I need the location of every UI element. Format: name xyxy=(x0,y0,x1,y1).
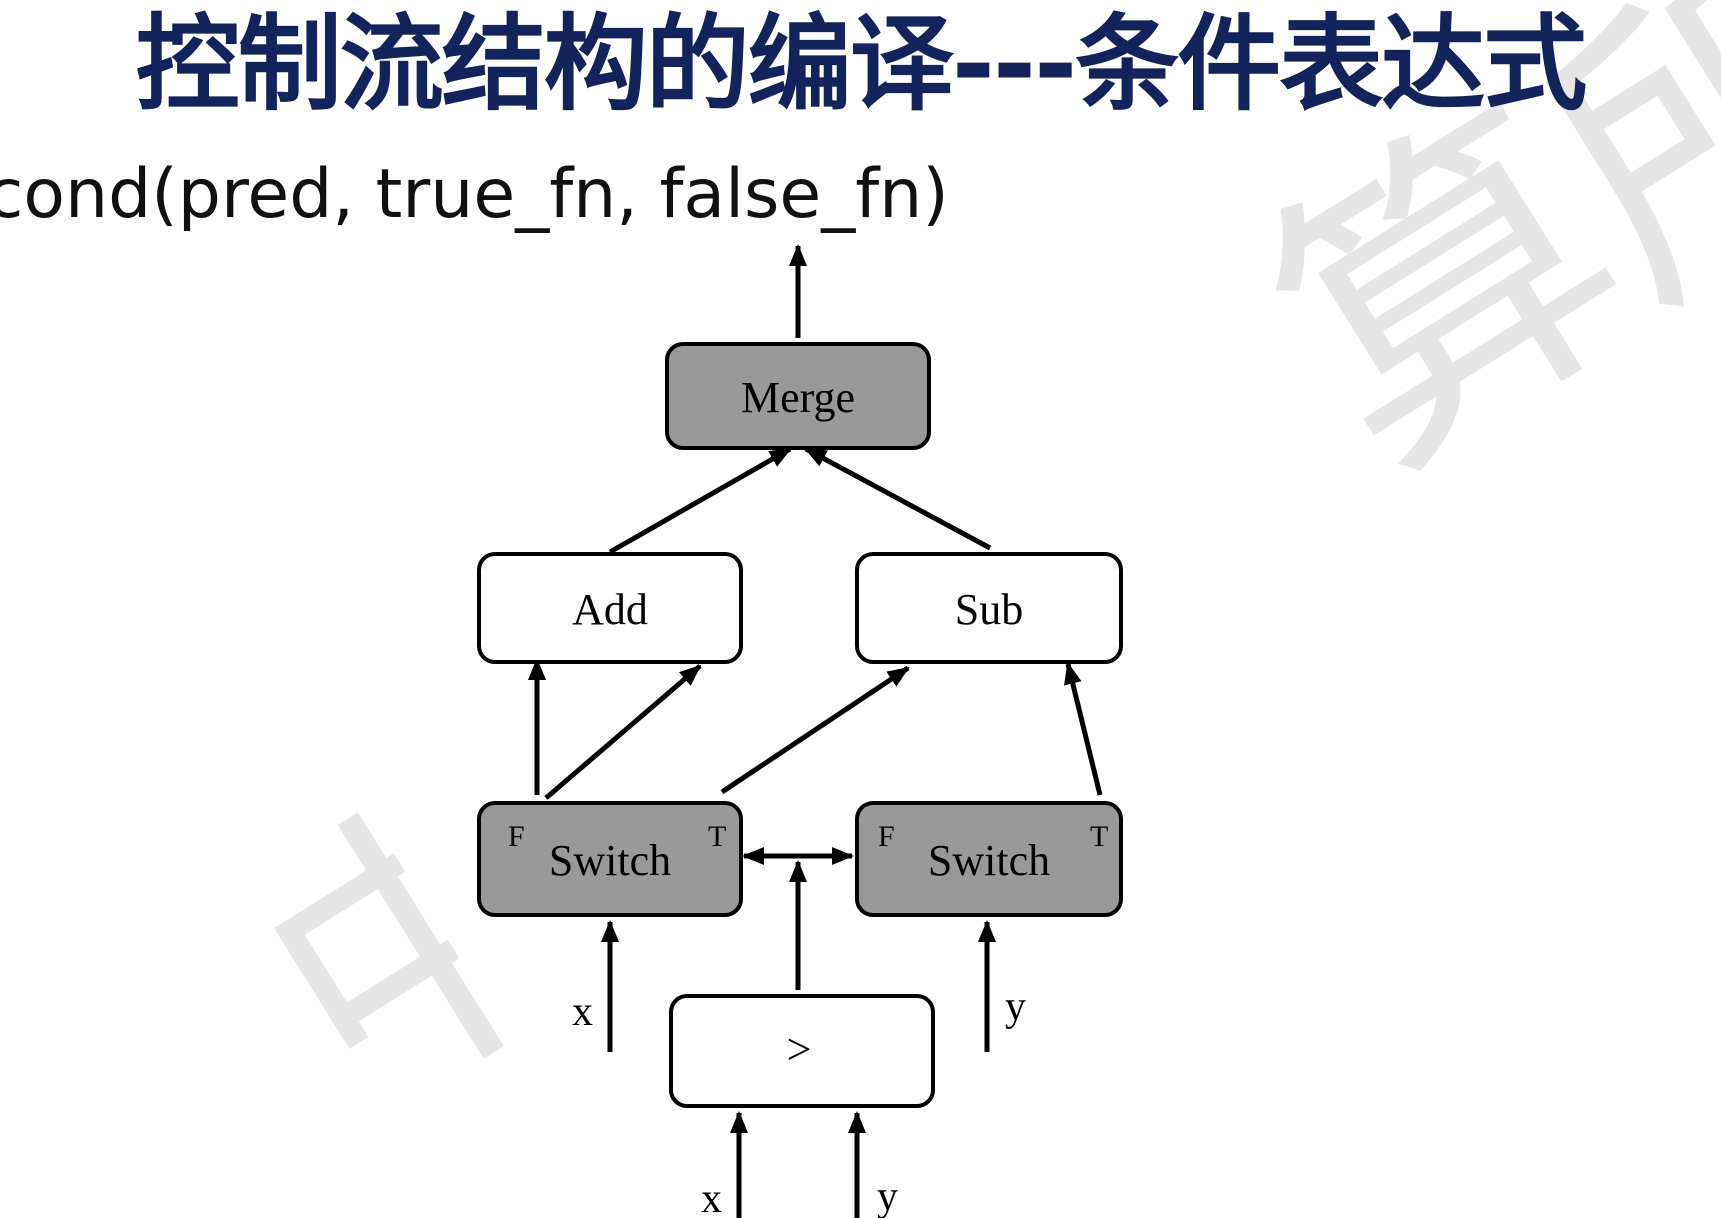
edge-sub-to-merge xyxy=(804,446,992,551)
switch-left-true-port: T xyxy=(708,820,726,853)
edge-switch-right-t-to-sub xyxy=(1064,662,1103,796)
edge-switch-left-t-to-sub xyxy=(720,665,910,795)
greater-label: > xyxy=(787,1025,812,1074)
input-x-greater: x xyxy=(701,1176,722,1218)
function-signature: cond(pred, true_fn, false_fn) xyxy=(0,155,949,234)
switch-left-node: Switch F T xyxy=(477,801,743,917)
switch-left-false-port: F xyxy=(508,820,525,853)
switch-right-true-port: T xyxy=(1090,820,1108,853)
switch-left-label: Switch xyxy=(549,836,671,885)
input-x-switch-left: x xyxy=(572,989,593,1035)
edges xyxy=(528,244,1103,1218)
edge-add-to-merge xyxy=(608,446,792,555)
switch-right-node: Switch F T xyxy=(855,801,1123,917)
add-label: Add xyxy=(572,585,648,634)
merge-label: Merge xyxy=(741,373,855,422)
input-y-greater: y xyxy=(877,1174,898,1218)
switch-right-label: Switch xyxy=(928,836,1050,885)
page-title: 控制流结构的编译---条件表达式 xyxy=(135,3,1588,125)
sub-label: Sub xyxy=(955,585,1023,634)
input-y-switch-right: y xyxy=(1005,984,1026,1030)
sub-node: Sub xyxy=(855,552,1123,664)
edge-switch-left-to-add xyxy=(544,664,702,800)
merge-node: Merge xyxy=(665,342,931,450)
greater-node: > xyxy=(669,994,935,1108)
add-node: Add xyxy=(477,552,743,664)
switch-right-false-port: F xyxy=(878,820,895,853)
